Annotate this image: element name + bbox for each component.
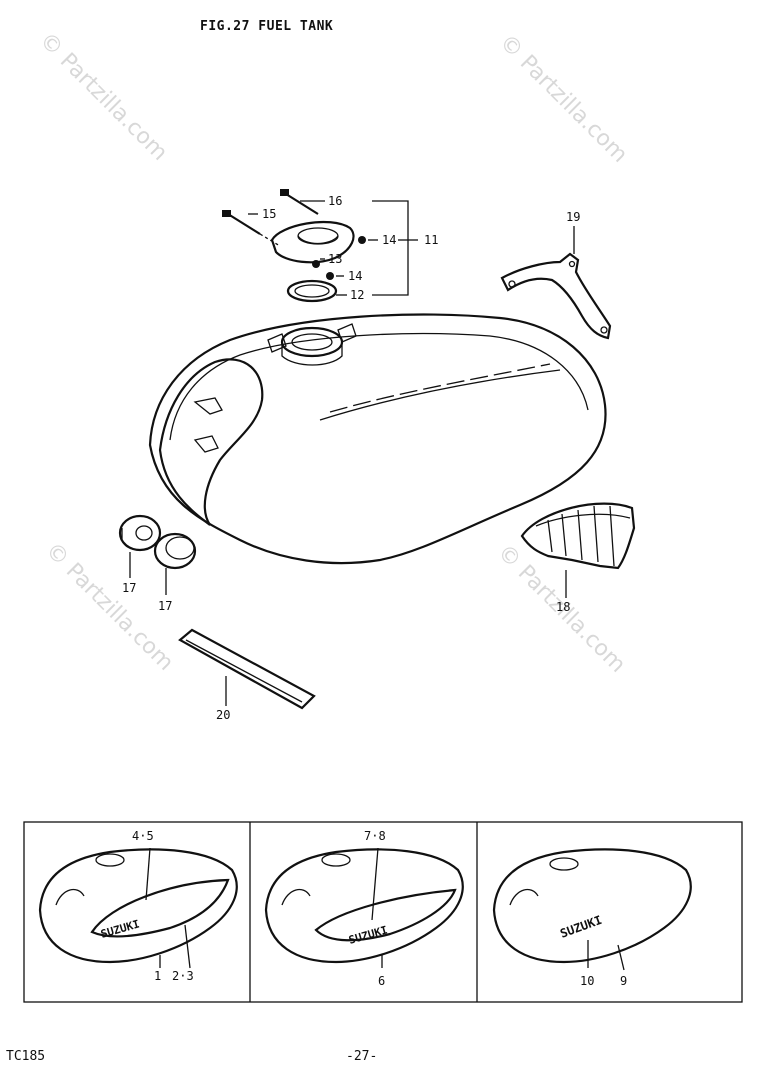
variant-3-tank: SUZUKI <box>492 848 692 971</box>
variant-2-bottom-label: 6 <box>378 974 385 988</box>
variant-3-left-label: 10 <box>580 974 594 988</box>
label-12: 12 <box>350 288 364 302</box>
label-18: 18 <box>556 600 570 614</box>
bracket-19 <box>500 226 612 340</box>
page-number: -27- <box>346 1049 378 1064</box>
label-14a: 14 <box>382 233 396 247</box>
cap-leaders <box>248 200 418 296</box>
figure-title: FIG.27 FUEL TANK <box>200 19 334 34</box>
cushions-17 <box>118 514 197 595</box>
label-17a: 17 <box>122 581 136 595</box>
strap-20 <box>178 628 316 710</box>
variant-1-left-label: 1 <box>154 969 161 983</box>
label-13: 13 <box>328 252 342 266</box>
variant-1-right-label: 2·3 <box>172 969 194 983</box>
fuel-tank <box>148 313 607 565</box>
fuel-cap-assembly <box>222 189 366 303</box>
variant-1-top-label: 4·5 <box>132 829 154 843</box>
label-17b: 17 <box>158 599 172 613</box>
variant-2-logo: SUZUKI <box>347 923 389 946</box>
label-20: 20 <box>216 708 230 722</box>
cushion-18 <box>520 502 636 598</box>
variant-2-tank: SUZUKI <box>264 847 464 968</box>
variant-1-tank: SUZUKI <box>38 847 238 969</box>
label-15: 15 <box>262 207 276 221</box>
label-11: 11 <box>424 233 438 247</box>
variant-2-top-label: 7·8 <box>364 829 386 843</box>
label-14b: 14 <box>348 269 362 283</box>
variant-panels: SUZUKI 4·5 1 2·3 SUZUKI 7·8 6 <box>23 821 743 1003</box>
label-16: 16 <box>328 194 342 208</box>
label-19: 19 <box>566 210 580 224</box>
model-code: TC185 <box>6 1049 46 1064</box>
variant-3-logo: SUZUKI <box>558 913 604 941</box>
variant-3-right-label: 9 <box>620 974 627 988</box>
